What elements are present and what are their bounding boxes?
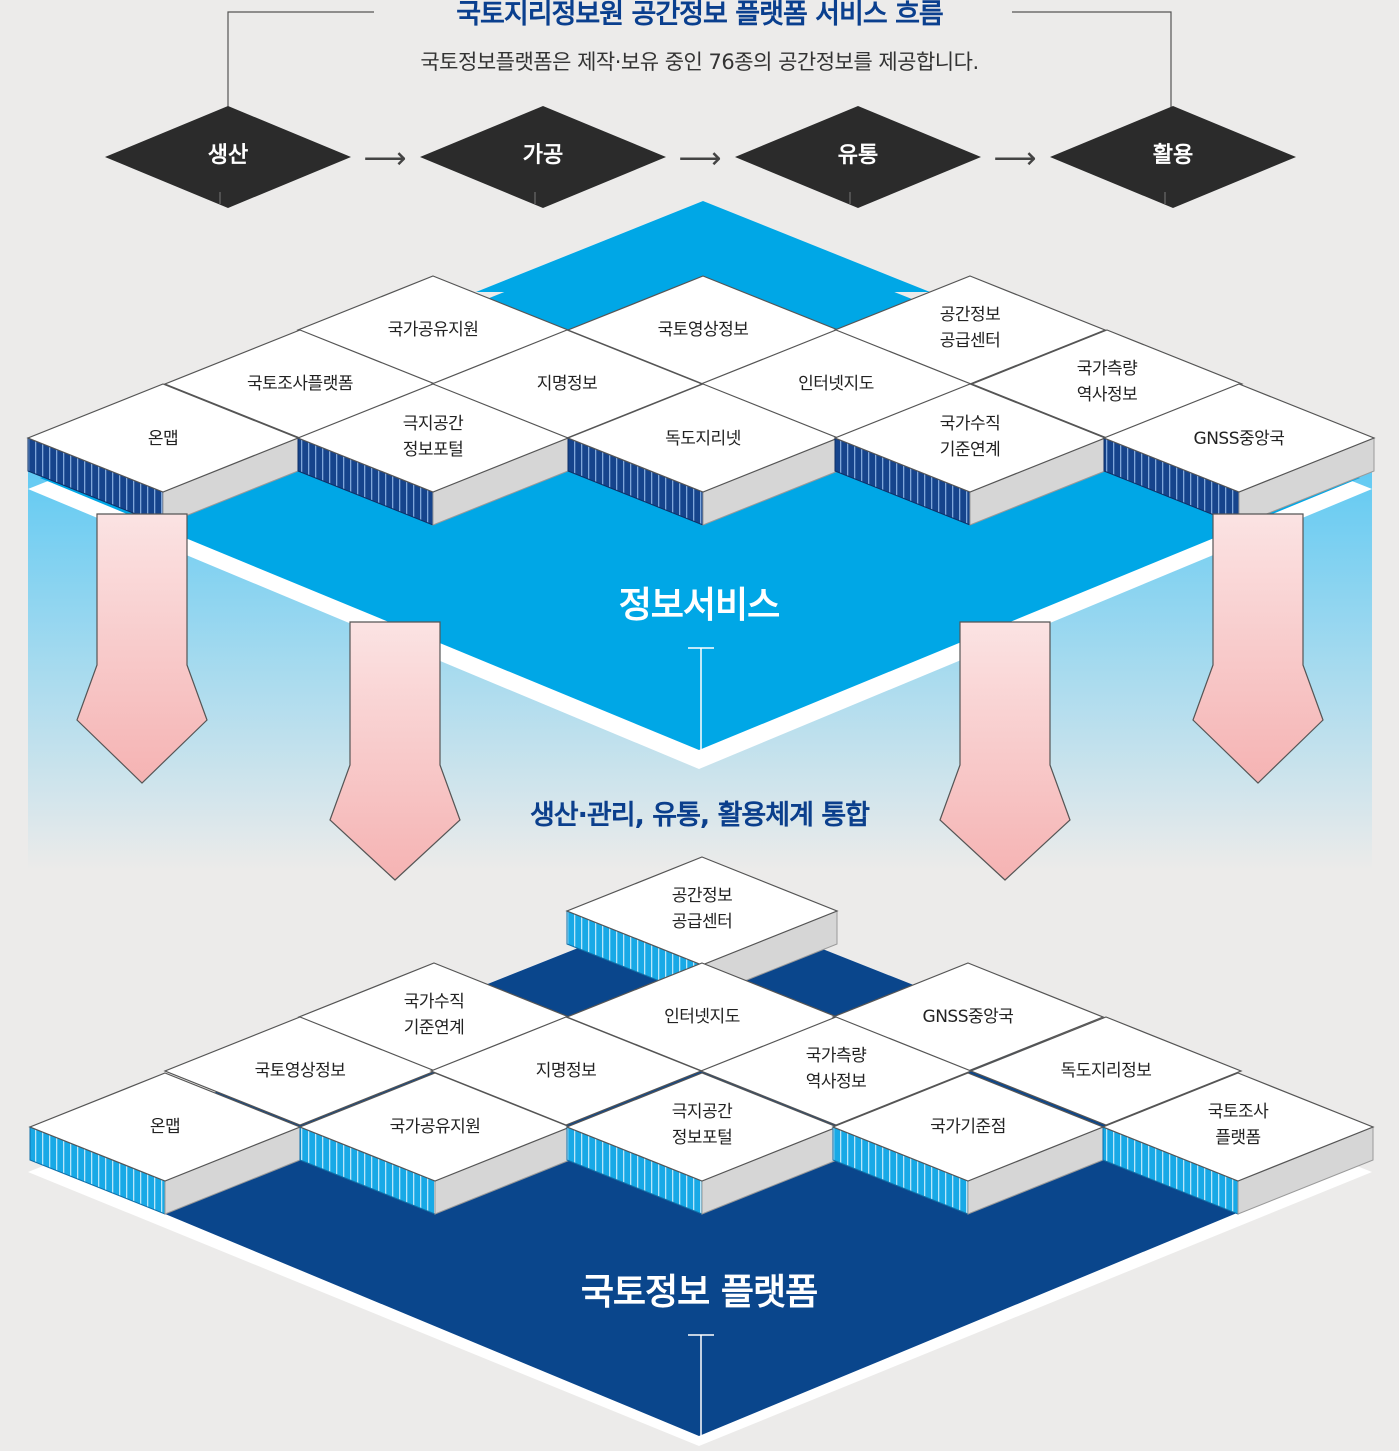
upper-tile-label: 온맵 (147, 429, 179, 449)
upper-tile-label: 인터넷지도 (798, 374, 874, 394)
step-diamond (105, 106, 351, 208)
lower-tile (699, 1016, 973, 1126)
down-arrow (76, 513, 208, 784)
upper-tile-label: 국토조사플랫폼 (247, 374, 353, 394)
lower-tile (163, 1016, 437, 1126)
step-label-utilization: 활용 (1152, 143, 1194, 168)
step-label-processing: 가공 (522, 143, 564, 168)
down-arrow (329, 621, 461, 881)
lower-tile-label: GNSS중앙국 (922, 1007, 1014, 1027)
lower-layer-title: 국토정보 플랫폼 (580, 1272, 818, 1313)
step-diamond (1050, 106, 1296, 208)
lower-tile (298, 1072, 572, 1182)
upper-tile-label: 독도지리넷 (665, 429, 741, 449)
lower-tile-label: 공간정보 공급센터 (671, 886, 733, 932)
bracket-line-left (227, 11, 374, 108)
upper-tile-label: 국가측량 역사정보 (1076, 359, 1138, 405)
flow-arrow-icon: ⟶ (678, 141, 721, 176)
lower-tile-label: 국토조사 플랫폼 (1207, 1102, 1269, 1148)
upper-layer-title: 정보서비스 (618, 585, 781, 626)
lower-tile-label: 극지공간 정보포털 (671, 1102, 733, 1148)
lower-tile-label: 국토영상정보 (254, 1061, 346, 1081)
step-label-production: 생산 (207, 143, 249, 168)
diagram-subtitle: 국토정보플랫폼은 제작·보유 중인 76종의 공간정보를 제공합니다. (420, 50, 979, 74)
lower-tile (831, 1072, 1105, 1182)
lower-tile-label: 인터넷지도 (664, 1007, 740, 1027)
upper-tile-label: 극지공간 정보포털 (402, 414, 464, 460)
lower-tile-label: 국가측량 역사정보 (805, 1046, 867, 1092)
lower-tile (28, 1072, 302, 1182)
flow-arrow-icon: ⟶ (363, 141, 406, 176)
step-diamond (420, 106, 666, 208)
upper-tile-label: 국토영상정보 (657, 320, 749, 340)
step-diamond (735, 106, 981, 208)
integration-label: 생산·관리, 유통, 활용체계 통합 (529, 800, 870, 831)
lower-tile (565, 1072, 839, 1182)
down-arrow (939, 621, 1071, 881)
lower-tile-label: 온맵 (149, 1117, 181, 1137)
lower-tile-label: 지명정보 (535, 1061, 597, 1081)
upper-back-cap (476, 201, 930, 292)
diagram-title: 국토지리정보원 공간정보 플랫폼 서비스 흐름 (456, 0, 944, 30)
step-label-distribution: 유통 (837, 143, 879, 168)
upper-tile-label: 국가공유지원 (387, 320, 479, 340)
upper-tile-label: 국가수직 기준연계 (939, 414, 1001, 460)
down-arrow (1192, 513, 1324, 784)
upper-tile (566, 383, 840, 493)
lower-tile-label: 국가수직 기준연계 (403, 992, 465, 1038)
flow-arrow-icon: ⟶ (993, 141, 1036, 176)
upper-tile (833, 383, 1107, 493)
lower-tile-label: 독도지리정보 (1060, 1061, 1152, 1081)
upper-tile (1102, 383, 1376, 493)
upper-tile (296, 383, 570, 493)
lower-tile-label: 국가공유지원 (389, 1117, 481, 1137)
upper-tile-label: GNSS중앙국 (1193, 429, 1285, 449)
bracket-line-right (1012, 11, 1172, 108)
lower-tile-label: 국가기준점 (930, 1117, 1006, 1137)
lower-tile (1101, 1072, 1375, 1182)
upper-tile-label: 공간정보 공급센터 (939, 305, 1001, 351)
upper-tile-label: 지명정보 (536, 374, 598, 394)
lower-tile (969, 1016, 1243, 1126)
upper-tile (26, 383, 300, 493)
